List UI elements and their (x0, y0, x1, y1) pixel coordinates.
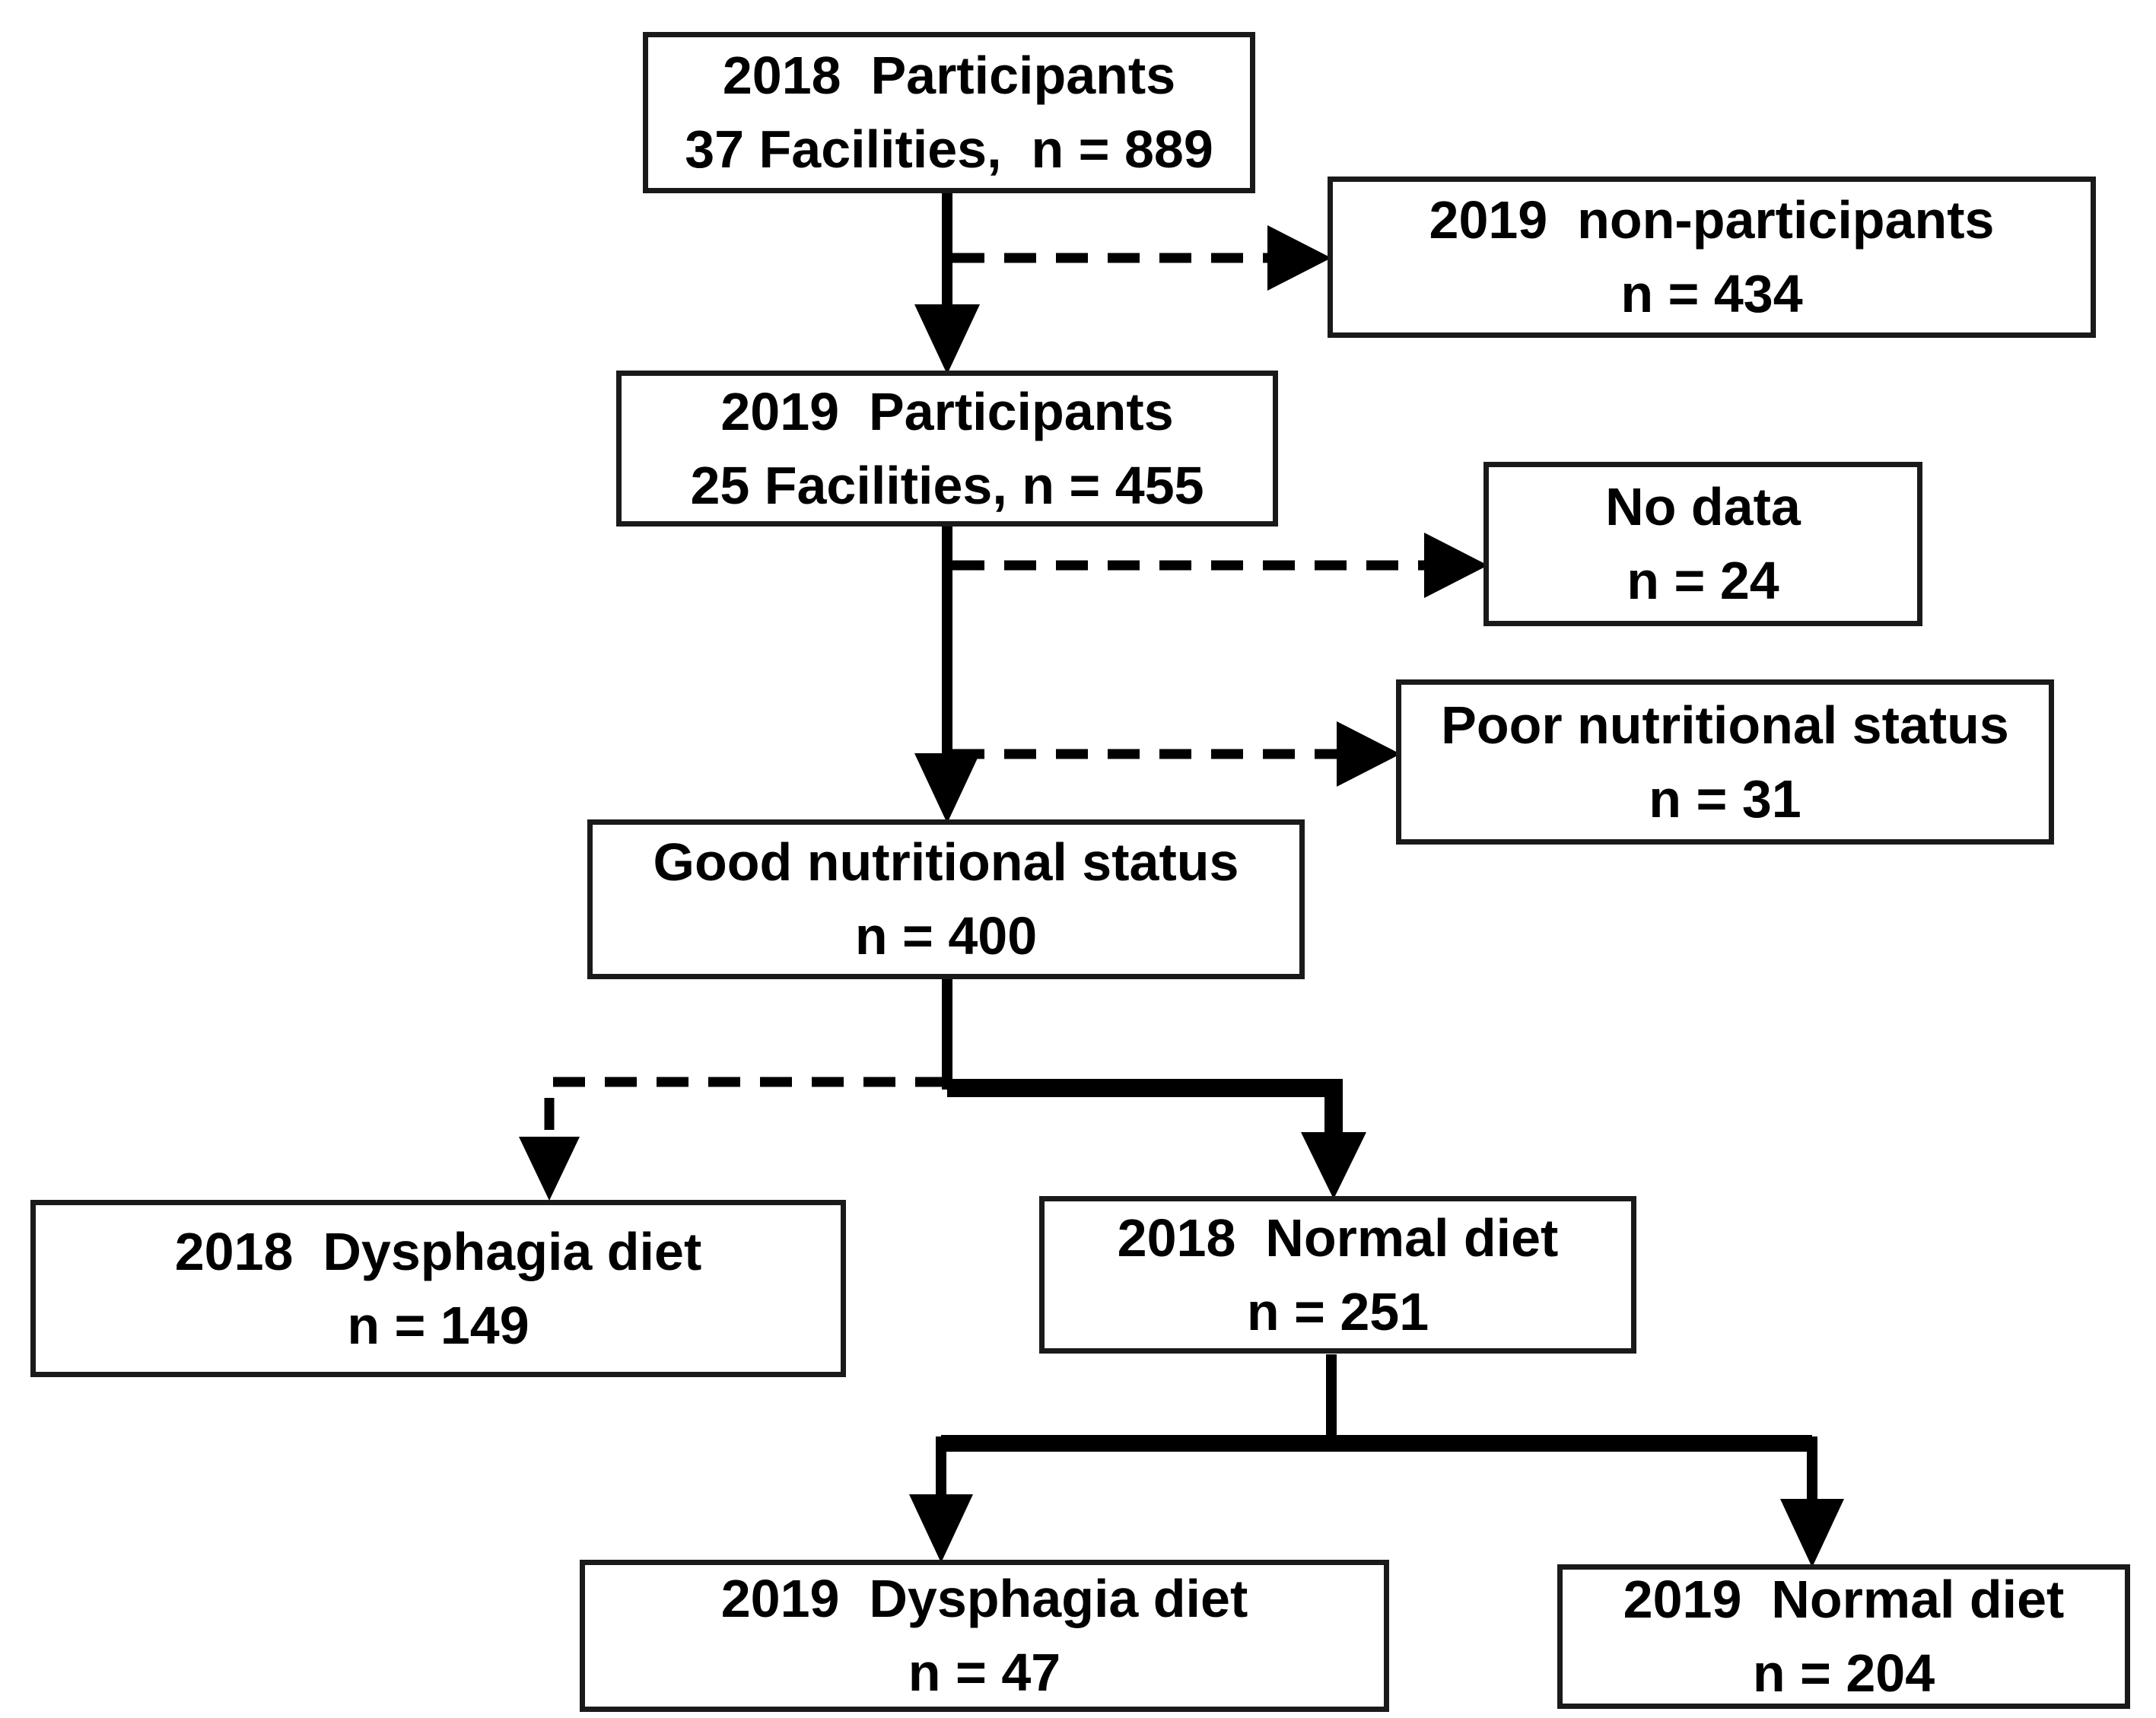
node-2018-participants: 2018 Participants 37 Facilities, n = 889 (643, 32, 1255, 193)
node-good-nutritional-status: Good nutritional status n = 400 (587, 819, 1305, 979)
node-count: n = 47 (908, 1643, 1061, 1702)
arrowhead-down-goodnutrition (914, 753, 980, 823)
arrowhead-down-normal2019 (1780, 1499, 1844, 1567)
node-label: 2018 Participants (722, 46, 1176, 105)
node-label: 2019 Dysphagia diet (720, 1569, 1248, 1628)
node-label: 2019 Participants (720, 381, 1174, 441)
node-count: n = 24 (1627, 551, 1779, 610)
node-2019-dysphagia-diet: 2019 Dysphagia diet n = 47 (580, 1560, 1389, 1712)
node-2018-dysphagia-diet: 2018 Dysphagia diet n = 149 (30, 1200, 846, 1377)
arrowhead-down-participants2019 (914, 304, 980, 374)
node-label: 2019 non-participants (1429, 190, 1995, 250)
node-count: n = 31 (1649, 768, 1801, 829)
node-label: 2019 Normal diet (1623, 1570, 2065, 1629)
connector-to-normal2018 (947, 1079, 1343, 1137)
arrowhead-down-dysphagia2019 (909, 1494, 973, 1563)
arrowhead-right-poornutrition (1337, 721, 1401, 787)
node-count: n = 400 (854, 906, 1038, 966)
node-no-data: No data n = 24 (1483, 462, 1922, 626)
node-count: n = 149 (347, 1295, 529, 1355)
node-2019-normal-diet: 2019 Normal diet n = 204 (1557, 1564, 2130, 1709)
node-label: 2018 Dysphagia diet (174, 1221, 702, 1281)
arrowhead-right-nodata (1424, 533, 1488, 598)
connector-to-dysphagia2018 (544, 1077, 947, 1140)
node-label: Good nutritional status (653, 832, 1239, 892)
node-count: 37 Facilities, n = 889 (685, 119, 1213, 179)
arrowhead-right-nonparticipants2019 (1267, 225, 1331, 291)
node-label: Poor nutritional status (1441, 695, 2009, 755)
node-label: No data (1605, 477, 1801, 536)
node-poor-nutritional-status: Poor nutritional status n = 31 (1396, 679, 2054, 845)
node-2018-normal-diet: 2018 Normal diet n = 251 (1039, 1196, 1636, 1354)
node-2019-participants: 2019 Participants 25 Facilities, n = 455 (616, 371, 1278, 527)
node-2019-non-participants: 2019 non-participants n = 434 (1328, 177, 2096, 338)
node-count: n = 251 (1246, 1281, 1429, 1341)
arrowhead-down-normal2018 (1301, 1132, 1366, 1199)
node-count: n = 204 (1752, 1643, 1935, 1703)
node-label: 2018 Normal diet (1117, 1207, 1559, 1268)
arrowhead-down-dysphagia2018 (519, 1137, 580, 1201)
node-count: n = 434 (1620, 264, 1803, 323)
node-count: 25 Facilities, n = 455 (690, 455, 1204, 515)
